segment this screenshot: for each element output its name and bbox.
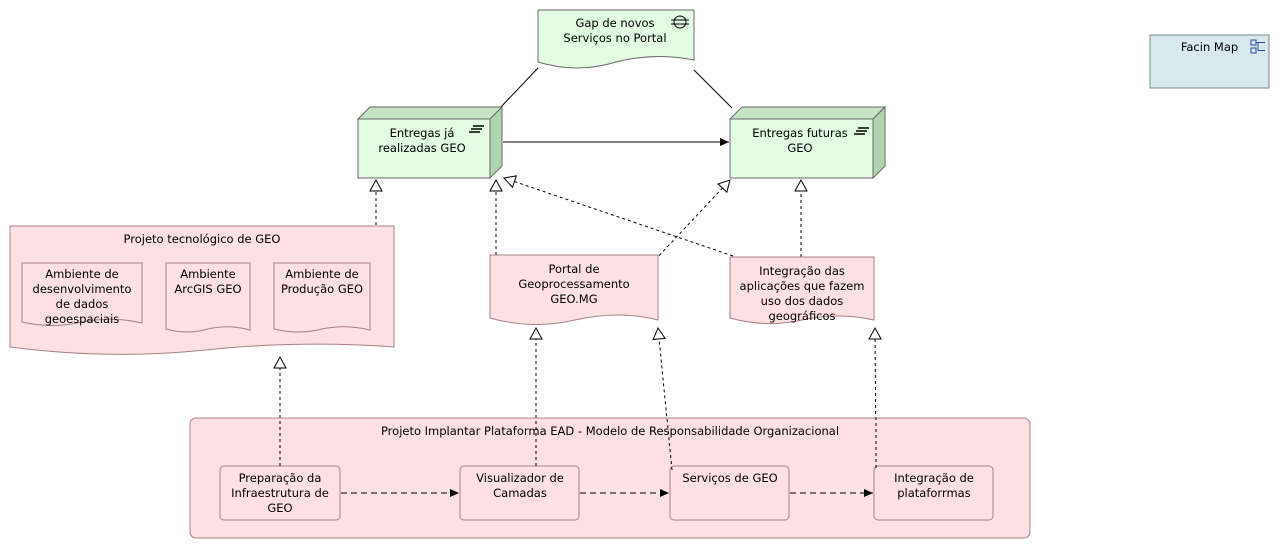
- entregas-realizadas-element[interactable]: [356, 105, 504, 180]
- entregas-realizadas-label: Entregas já realizadas GEO: [378, 126, 466, 155]
- step-preparacao-label: Preparação da Infraestrutura de GEO: [231, 471, 329, 515]
- integracao-aplicacoes-element[interactable]: [729, 256, 875, 325]
- deliverable-icon: [854, 127, 869, 135]
- projeto-tecnologico-title: Projeto tecnológico de GEO: [123, 232, 281, 246]
- portal-label: Portal de Geoprocessamento GEO.MG: [518, 262, 630, 306]
- entregas-futuras-label: Entregas futuras GEO: [752, 126, 848, 155]
- realization-portal-futuras[interactable]: [654, 179, 731, 261]
- overlay-lines: [279, 417, 877, 471]
- ambiente-arcgis-element[interactable]: [165, 262, 251, 333]
- step-visualizador-label: Visualizador de Camadas: [476, 471, 564, 500]
- step-servicos-label: Serviços de GEO: [682, 471, 778, 485]
- step-servicos[interactable]: [669, 465, 790, 521]
- realization-integracao-plat-integracao[interactable]: [868, 326, 882, 469]
- map-icon: [1250, 39, 1265, 54]
- realization-integracao-realizadas[interactable]: [503, 175, 734, 257]
- facin-map-label: Facin Map: [1180, 40, 1239, 54]
- step-integracao-plataformas[interactable]: [873, 465, 994, 521]
- step-integracao-plataformas-label: Integração de plataforrmas: [894, 471, 974, 500]
- entregas-futuras-element[interactable]: [728, 105, 887, 180]
- projeto-ead-title: Projeto Implantar Plataforma EAD - Model…: [380, 424, 840, 438]
- integracao-aplicacoes-label: Integração das aplicações que fazem uso …: [739, 264, 865, 323]
- projeto-ead-element[interactable]: [189, 417, 1031, 539]
- gap-label: Gap de novos Serviços no Portal: [563, 16, 667, 45]
- ambiente-producao-label: Ambiente de Produção GEO: [280, 267, 364, 296]
- portal-element[interactable]: [489, 254, 659, 325]
- deliverable-icon: [469, 125, 484, 133]
- ambiente-desenvolvimento-label: Ambiente de desenvolvimento de dados geo…: [32, 267, 132, 326]
- facin-map-element[interactable]: [1149, 34, 1270, 89]
- association-gap-realizadas[interactable]: [499, 67, 539, 109]
- step-visualizador[interactable]: [459, 465, 580, 521]
- ambiente-desenvolvimento-element[interactable]: [21, 262, 143, 326]
- ambiente-arcgis-label: Ambiente ArcGIS GEO: [174, 267, 242, 296]
- gap-icon: [671, 15, 689, 29]
- association-gap-futuras[interactable]: [693, 69, 733, 109]
- gap-element[interactable]: [537, 9, 695, 69]
- connections: [273, 67, 882, 471]
- ambiente-producao-element[interactable]: [273, 262, 371, 333]
